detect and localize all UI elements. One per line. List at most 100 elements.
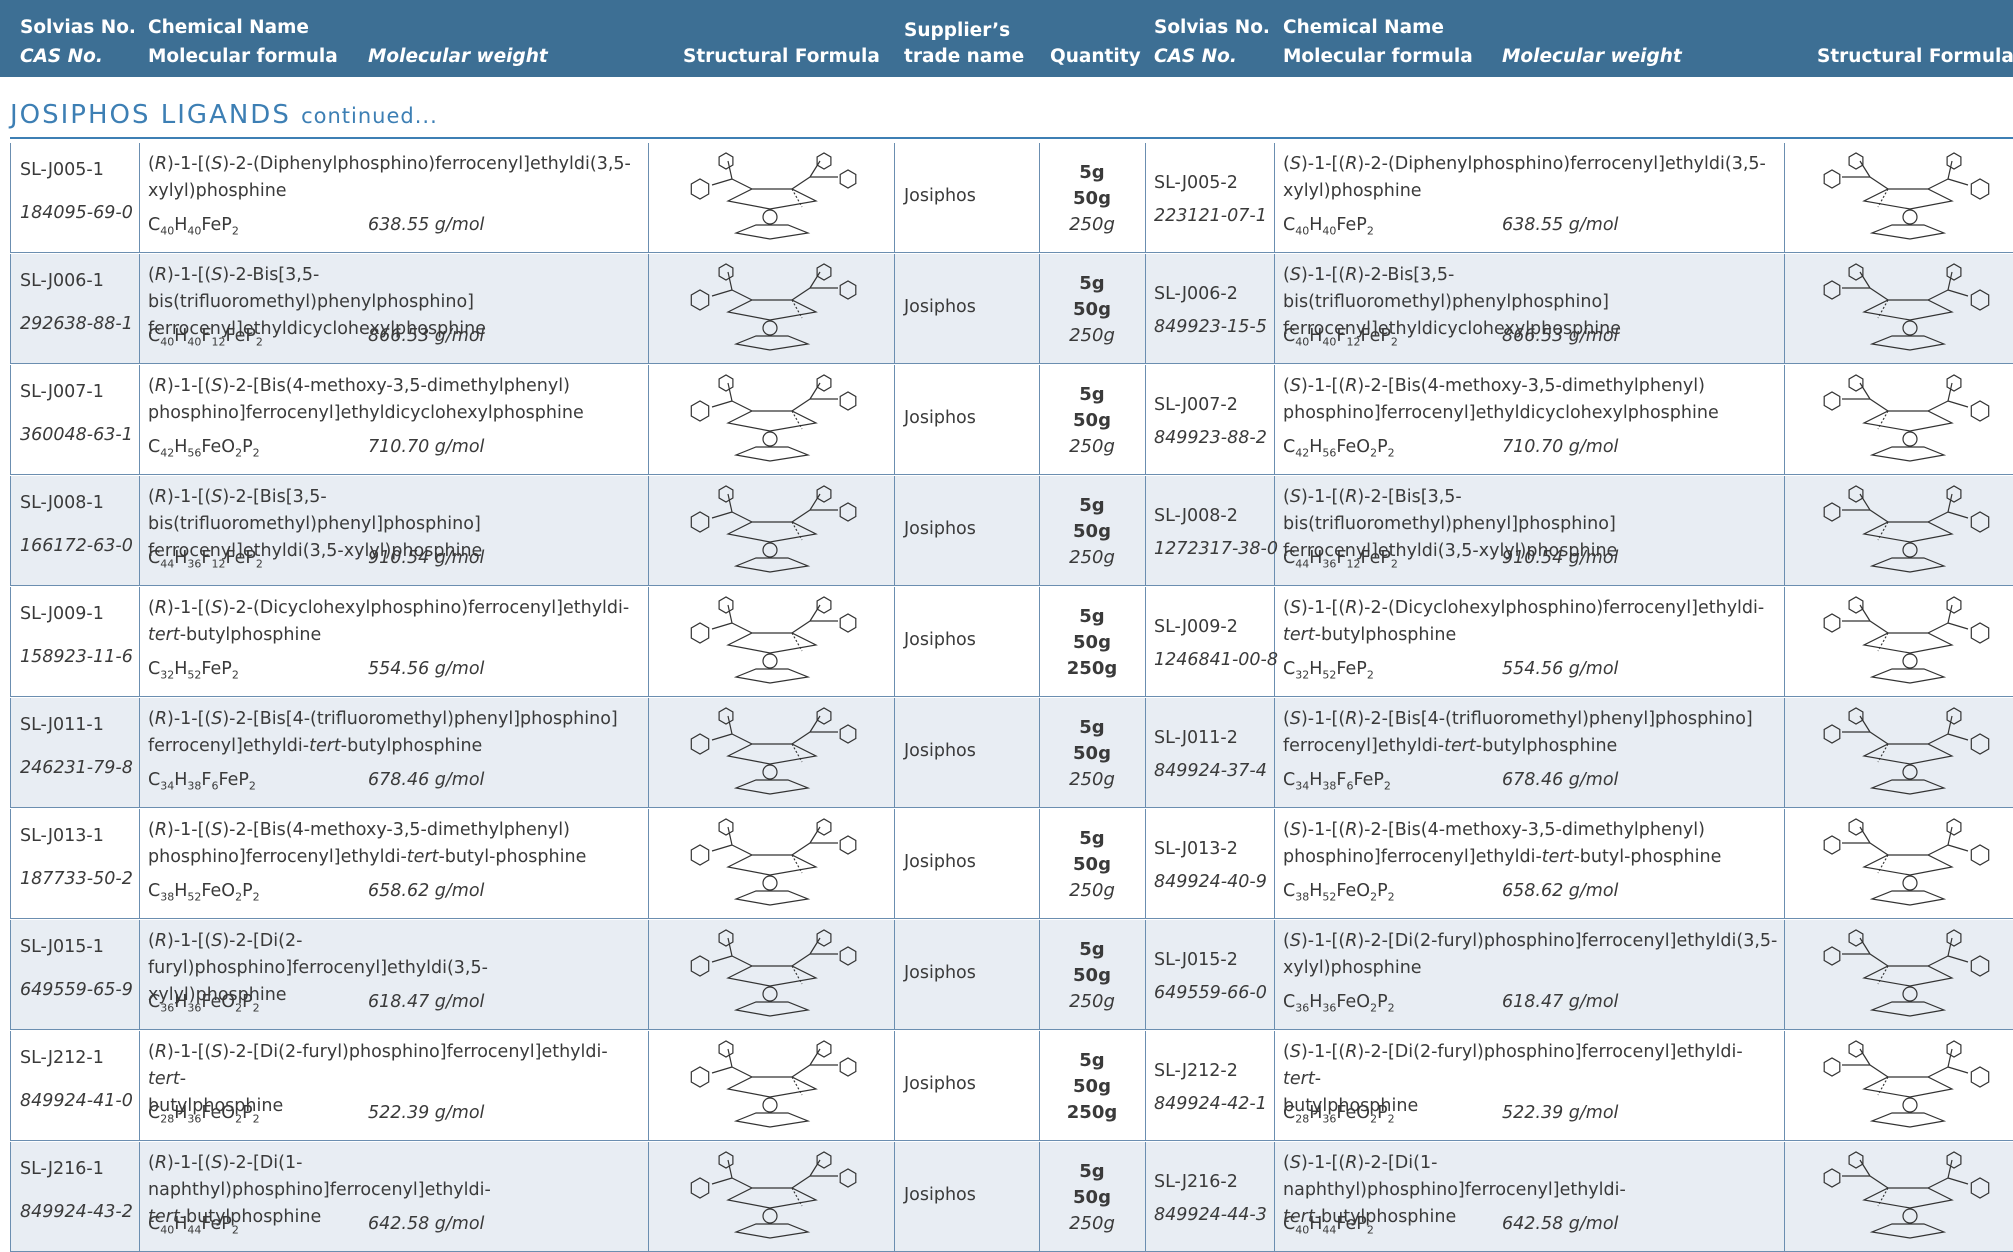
- chemical-name-enantiomer-line1: (S)-1-[(R)-2-[Bis(4-methoxy-3,5-dimethyl…: [1283, 820, 1705, 840]
- quantity-option: 5g: [1079, 828, 1105, 849]
- quantity-list: 5g 50g 250g: [1042, 160, 1142, 238]
- cas-no-enantiomer: 849924-42-1: [1154, 1094, 1267, 1114]
- quantity-option: 50g: [1073, 632, 1111, 653]
- molecular-formula: C36H36FeO2P2: [148, 992, 260, 1015]
- solvias-no: SL-J216-1: [20, 1159, 104, 1179]
- molecular-weight-enantiomer: 638.55 g/mol: [1502, 215, 1619, 235]
- trade-name: Josiphos: [904, 519, 976, 539]
- section-rule: [10, 137, 2013, 139]
- solvias-no-enantiomer: SL-J009-2: [1154, 617, 1238, 637]
- chemical-name: (R)-1-[(S)-2-[Bis[3,5-bis(trifluoromethy…: [148, 484, 638, 565]
- molecular-formula: C40H40FeP2: [148, 215, 239, 238]
- quantity-option: 50g: [1073, 1187, 1111, 1208]
- chemical-name-enantiomer: (S)-1-[(R)-2-[Bis(4-methoxy-3,5-dimethyl…: [1283, 373, 1778, 427]
- section-title: JOSIPHOS LIGANDS continued...: [10, 100, 438, 130]
- quantity-option: 5g: [1079, 717, 1105, 738]
- trade-name: Josiphos: [904, 297, 976, 317]
- trade-name: Josiphos: [904, 852, 976, 872]
- chemical-name-line2: tert-butylphosphine: [148, 625, 322, 645]
- chemical-name-enantiomer-line1: (S)-1-[(R)-2-Bis[3,5-bis(trifluoromethyl…: [1283, 265, 1609, 312]
- quantity-option: 50g: [1073, 854, 1111, 875]
- chemical-name-enantiomer: (S)-1-[(R)-2-[Bis(4-methoxy-3,5-dimethyl…: [1283, 817, 1778, 871]
- quantity-list: 5g 50g 250g: [1042, 1159, 1142, 1237]
- quantity-option: 5g: [1079, 162, 1105, 183]
- structural-formula-enantiomer-image: [1823, 263, 1990, 351]
- molecular-weight-enantiomer: 866.53 g/mol: [1502, 326, 1619, 346]
- solvias-no-enantiomer: SL-J013-2: [1154, 839, 1238, 859]
- chemical-name: (R)-1-[(S)-2-[Bis(4-methoxy-3,5-dimethyl…: [148, 817, 638, 871]
- table-row: SL-J212-1 849924-41-0 (R)-1-[(S)-2-[Di(2…: [10, 1031, 2013, 1141]
- quantity-option: 50g: [1073, 299, 1111, 320]
- cas-no: 246231-79-8: [20, 758, 133, 778]
- chemical-name: (R)-1-[(S)-2-[Di(1-naphthyl)phosphino]fe…: [148, 1150, 638, 1231]
- header-supplier-line2: trade name: [904, 46, 1025, 67]
- chemical-name: (R)-1-[(S)-2-(Dicyclohexylphosphino)ferr…: [148, 595, 638, 649]
- cas-no: 158923-11-6: [20, 647, 133, 667]
- quantity-option: 50g: [1073, 521, 1111, 542]
- chemical-name-line1: (R)-1-[(S)-2-[Di(1-naphthyl)phosphino]fe…: [148, 1153, 491, 1200]
- solvias-no: SL-J008-1: [20, 493, 104, 513]
- chemical-name-enantiomer: (S)-1-[(R)-2-(Diphenylphosphino)ferrocen…: [1283, 151, 1778, 205]
- structural-formula-image: [690, 707, 857, 795]
- molecular-weight: 638.55 g/mol: [368, 215, 485, 235]
- chemical-name-enantiomer-line2: phosphino]ferrocenyl]ethyldicyclohexylph…: [1283, 403, 1719, 423]
- chemical-name-enantiomer-line2: ferrocenyl]ethyldicyclohexylphosphine: [1283, 319, 1622, 339]
- header-supplier-line1: Supplier’s: [904, 20, 1011, 41]
- chemical-name-enantiomer-line2: tert-butylphosphine: [1283, 625, 1457, 645]
- molecular-weight: 910.54 g/mol: [368, 548, 485, 568]
- chemical-name-enantiomer: (S)-1-[(R)-2-[Di(2-furyl)phosphino]ferro…: [1283, 928, 1778, 982]
- chemical-name: (R)-1-[(S)-2-[Di(2-furyl)phosphino]ferro…: [148, 928, 638, 1009]
- solvias-no: SL-J011-1: [20, 715, 104, 735]
- quantity-list: 5g 50g 250g: [1042, 382, 1142, 460]
- quantity-list: 5g 50g 250g: [1042, 493, 1142, 571]
- molecular-weight-enantiomer: 658.62 g/mol: [1502, 881, 1619, 901]
- quantity-option: 5g: [1079, 1050, 1105, 1071]
- solvias-no: SL-J009-1: [20, 604, 104, 624]
- chemical-name-line2: xylyl)phosphine: [148, 985, 287, 1005]
- molecular-formula: C34H38F6FeP2: [148, 770, 256, 793]
- chemical-name-enantiomer: (S)-1-[(R)-2-[Bis[3,5-bis(trifluoromethy…: [1283, 484, 1778, 565]
- quantity-option: 5g: [1079, 384, 1105, 405]
- cas-no: 849924-41-0: [20, 1091, 133, 1111]
- solvias-no: SL-J005-1: [20, 160, 104, 180]
- quantity-option: 5g: [1079, 273, 1105, 294]
- header-quantity: Quantity: [1050, 46, 1141, 67]
- chemical-name-line1: (R)-1-[(S)-2-[Bis[4-(trifluoromethyl)phe…: [148, 709, 618, 729]
- header-molecular-formula-2: Molecular formula: [1283, 46, 1473, 67]
- solvias-no-enantiomer: SL-J007-2: [1154, 395, 1238, 415]
- chemical-name: (R)-1-[(S)-2-Bis[3,5-bis(trifluoromethyl…: [148, 262, 638, 343]
- quantity-option: 5g: [1079, 606, 1105, 627]
- molecular-weight: 658.62 g/mol: [368, 881, 485, 901]
- molecular-formula: C32H52FeP2: [148, 659, 239, 682]
- cas-no: 184095-69-0: [20, 203, 133, 223]
- solvias-no: SL-J006-1: [20, 271, 104, 291]
- chemical-name-line2: tert-butylphosphine: [148, 1207, 322, 1227]
- structural-formula-enantiomer-image: [1823, 707, 1990, 795]
- quantity-option: 50g: [1073, 188, 1111, 209]
- solvias-no: SL-J015-1: [20, 937, 104, 957]
- structural-formula-image: [690, 374, 857, 462]
- structural-formula-enantiomer-image: [1823, 929, 1990, 1017]
- cas-no-enantiomer: 1272317-38-0: [1154, 539, 1278, 559]
- chemical-name-enantiomer-line1: (S)-1-[(R)-2-[Bis(4-methoxy-3,5-dimethyl…: [1283, 376, 1705, 396]
- quantity-option: 250g: [1069, 547, 1115, 568]
- structural-formula-enantiomer-image: [1823, 818, 1990, 906]
- molecular-formula-enantiomer: C36H36FeO2P2: [1283, 992, 1395, 1015]
- chemical-name-enantiomer-line1: (S)-1-[(R)-2-[Bis[4-(trifluoromethyl)phe…: [1283, 709, 1753, 729]
- section-continued: continued...: [301, 104, 438, 128]
- chemical-name-line1: (R)-1-[(S)-2-Bis[3,5-bis(trifluoromethyl…: [148, 265, 474, 312]
- cas-no-enantiomer: 849923-88-2: [1154, 428, 1267, 448]
- cas-no: 166172-63-0: [20, 536, 133, 556]
- structural-formula-image: [690, 485, 857, 573]
- cas-no-enantiomer: 649559-66-0: [1154, 983, 1267, 1003]
- molecular-formula-enantiomer: C40H40FeP2: [1283, 215, 1374, 238]
- molecular-formula-enantiomer: C38H52FeO2P2: [1283, 881, 1395, 904]
- chemical-name-enantiomer-line2: butylphosphine: [1283, 1096, 1419, 1116]
- molecular-formula-enantiomer: C42H56FeO2P2: [1283, 437, 1395, 460]
- chemical-name: (R)-1-[(S)-2-[Bis(4-methoxy-3,5-dimethyl…: [148, 373, 638, 427]
- quantity-option: 5g: [1079, 939, 1105, 960]
- structural-formula-enantiomer-image: [1823, 374, 1990, 462]
- molecular-formula: C38H52FeO2P2: [148, 881, 260, 904]
- quantity-option: 250g: [1066, 658, 1118, 679]
- trade-name: Josiphos: [904, 1185, 976, 1205]
